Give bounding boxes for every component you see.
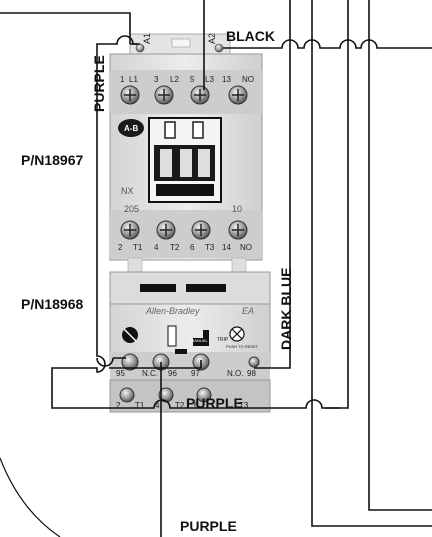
wire-a1-top: [0, 12, 137, 45]
ol-bot-6: 6: [194, 401, 199, 410]
label-part-contactor: P/N18967: [21, 152, 83, 168]
overload-model: EA: [242, 306, 254, 316]
term-bot-4: 4: [154, 243, 159, 252]
term-top-3: 3: [154, 75, 159, 84]
overload-relay: [109, 271, 271, 413]
allen-bradley-logo: [118, 119, 144, 137]
aux-96: 96: [168, 369, 177, 378]
terminal-screws: [119, 43, 260, 403]
wire-right-2: [311, 0, 432, 527]
screw-13: [228, 85, 248, 105]
contactor-series: NX: [121, 186, 134, 196]
contactor-code: 205: [124, 204, 139, 214]
screw-l3: [190, 85, 210, 105]
screw-ol-t3: [196, 387, 212, 403]
overload-brand: Allen-Bradley: [145, 306, 200, 316]
wire-black: [223, 39, 432, 49]
wire-right-1: [254, 0, 291, 369]
ol-bot-t2: T2: [175, 401, 185, 410]
coil-label-a2: A2: [207, 33, 217, 44]
wire-dark-blue: [109, 360, 202, 369]
label-part-overload: P/N18968: [21, 296, 83, 312]
ol-bot-t3: T3: [239, 401, 249, 410]
label-purple-lower: PURPLE: [180, 518, 237, 534]
aux-97: 97: [191, 369, 200, 378]
screw-t2: [156, 220, 176, 240]
screw-l2: [154, 85, 174, 105]
ol-bot-t1: T1: [135, 401, 145, 410]
term-bot-t2: T2: [170, 243, 180, 252]
contactor-aux-number: 10: [232, 204, 242, 214]
ol-bot-4: 4: [155, 401, 160, 410]
wire-right-3: [325, 0, 349, 409]
term-top-no: NO: [242, 75, 254, 84]
ol-bot-2: 2: [116, 401, 121, 410]
contactor-logo-text: A-B: [124, 124, 138, 133]
coil-label-a1: A1: [142, 33, 152, 44]
term-top-1: 1: [120, 75, 125, 84]
screw-ol-t1: [119, 387, 135, 403]
screw-l1: [120, 85, 140, 105]
term-bot-t3: T3: [205, 243, 215, 252]
term-top-l2: L2: [170, 75, 179, 84]
screw-14: [228, 220, 248, 240]
screw-a2: [214, 43, 224, 53]
term-bot-14: 14: [222, 243, 231, 252]
wire-purple-95: [96, 357, 126, 367]
label-purple-bottom: PURPLE: [186, 395, 243, 411]
screw-t3: [191, 220, 211, 240]
term-bot-no: NO: [240, 243, 252, 252]
term-top-l3: L3: [205, 75, 214, 84]
panel-edge-curve: [0, 457, 61, 537]
overload-manual: MANUAL: [191, 338, 208, 343]
screw-a1: [135, 43, 145, 53]
term-bot-6: 6: [190, 243, 195, 252]
overload-trip: TRIP: [217, 337, 229, 343]
aux-nc: N.C.: [142, 369, 158, 378]
term-top-5: 5: [190, 75, 195, 84]
label-dark-blue: DARK BLUE: [278, 268, 294, 350]
wire-purple-left: [51, 35, 340, 409]
aux-95: 95: [116, 369, 125, 378]
overload-reset: PUSH TO RESET: [226, 344, 259, 349]
term-top-l1: L1: [129, 75, 138, 84]
term-bot-t1: T1: [133, 243, 143, 252]
aux-no: N.O.: [227, 369, 243, 378]
screw-ol-t2: [158, 387, 174, 403]
term-bot-2: 2: [118, 243, 123, 252]
screw-t1: [120, 220, 140, 240]
wire-right-4: [368, 0, 432, 511]
label-black: BLACK: [226, 28, 275, 44]
aux-98: 98: [247, 369, 256, 378]
screw-98: [248, 356, 260, 368]
label-purple-vertical: PURPLE: [91, 55, 107, 112]
term-top-13: 13: [222, 75, 231, 84]
